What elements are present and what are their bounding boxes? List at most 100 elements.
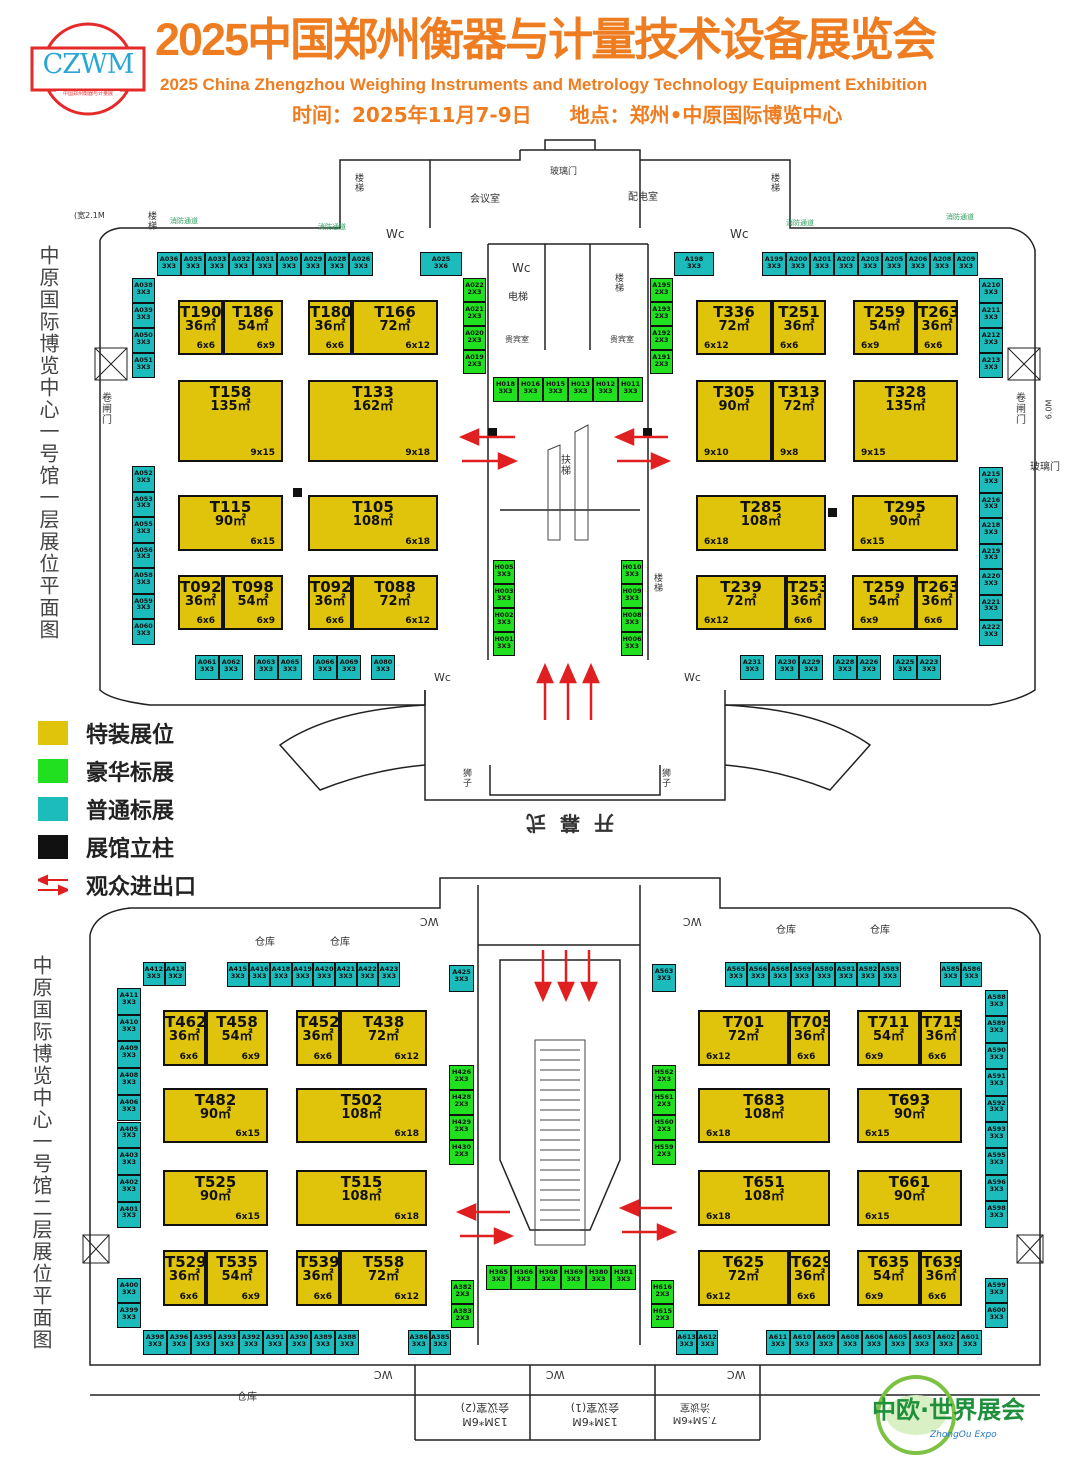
booth-A600[interactable]: A6003X3 bbox=[985, 1303, 1008, 1328]
booth-T639[interactable]: T63936㎡6x6 bbox=[920, 1250, 962, 1306]
booth-A059[interactable]: A0593X3 bbox=[132, 593, 155, 619]
booth-A199[interactable]: A1993X3 bbox=[762, 252, 786, 276]
booth-A053[interactable]: A0533X3 bbox=[132, 491, 155, 517]
booth-A198[interactable]: A1983X3 bbox=[674, 252, 714, 276]
booth-T539[interactable]: T53936㎡6x6 bbox=[296, 1250, 340, 1306]
booth-H009[interactable]: H0093X3 bbox=[621, 584, 643, 608]
booth-A581[interactable]: A5813X3 bbox=[835, 962, 857, 987]
booth-A021[interactable]: A0212X3 bbox=[463, 302, 486, 326]
booth-A605[interactable]: A6053X3 bbox=[886, 1330, 910, 1355]
booth-H010[interactable]: H0103X3 bbox=[621, 560, 643, 584]
booth-T295[interactable]: T29590㎡6x15 bbox=[852, 495, 958, 551]
booth-T285[interactable]: T285108㎡6x18 bbox=[696, 495, 826, 551]
booth-A606[interactable]: A6063X3 bbox=[862, 1330, 886, 1355]
booth-A065[interactable]: A0653X3 bbox=[278, 655, 302, 680]
booth-A563[interactable]: A5633X3 bbox=[652, 964, 676, 992]
booth-A211[interactable]: A2113X3 bbox=[979, 303, 1003, 328]
booth-A035[interactable]: A0353X3 bbox=[181, 252, 205, 276]
booth-A409[interactable]: A4093X3 bbox=[117, 1041, 141, 1069]
booth-A609[interactable]: A6093X3 bbox=[814, 1330, 838, 1355]
booth-A611[interactable]: A6113X3 bbox=[766, 1330, 790, 1355]
booth-H380[interactable]: H3803X3 bbox=[586, 1265, 611, 1290]
booth-A066[interactable]: A0663X3 bbox=[313, 655, 337, 680]
booth-A408[interactable]: A4083X3 bbox=[117, 1068, 141, 1095]
booth-H559[interactable]: H5592X3 bbox=[652, 1140, 676, 1165]
booth-A393[interactable]: A3933X3 bbox=[215, 1330, 239, 1355]
booth-T683[interactable]: T683108㎡6x18 bbox=[698, 1088, 830, 1143]
booth-A069[interactable]: A0693X3 bbox=[337, 655, 361, 680]
booth-A585[interactable]: A5853X3 bbox=[940, 962, 961, 987]
booth-T180[interactable]: T18036㎡6x6 bbox=[308, 300, 352, 355]
booth-A029[interactable]: A0293X3 bbox=[301, 252, 325, 276]
booth-H366[interactable]: H3663X3 bbox=[511, 1265, 536, 1290]
booth-A398[interactable]: A3983X3 bbox=[143, 1330, 167, 1355]
booth-H018[interactable]: H0183X3 bbox=[493, 377, 518, 402]
booth-A386[interactable]: A3863X3 bbox=[408, 1330, 430, 1355]
booth-A566[interactable]: A5663X3 bbox=[747, 962, 769, 987]
booth-A206[interactable]: A2063X3 bbox=[906, 252, 930, 276]
booth-T715[interactable]: T71536㎡6x6 bbox=[920, 1010, 962, 1066]
booth-A026[interactable]: A0263X3 bbox=[349, 252, 373, 276]
booth-T239[interactable]: T23972㎡6x12 bbox=[696, 575, 786, 630]
booth-T115[interactable]: T11590㎡6x15 bbox=[178, 495, 283, 551]
booth-T251[interactable]: T25136㎡6x6 bbox=[772, 300, 826, 355]
booth-A208[interactable]: A2083X3 bbox=[930, 252, 954, 276]
booth-H561[interactable]: H5612X3 bbox=[652, 1090, 676, 1115]
booth-A193[interactable]: A1932X3 bbox=[650, 302, 673, 326]
booth-A406[interactable]: A4063X3 bbox=[117, 1094, 141, 1122]
booth-A028[interactable]: A0283X3 bbox=[325, 252, 349, 276]
booth-A422[interactable]: A4223X3 bbox=[356, 962, 379, 987]
booth-A568[interactable]: A5683X3 bbox=[769, 962, 791, 987]
booth-H013[interactable]: H0133X3 bbox=[568, 377, 593, 402]
booth-A590[interactable]: A5903X3 bbox=[985, 1042, 1008, 1070]
booth-H368[interactable]: H3683X3 bbox=[536, 1265, 561, 1290]
booth-T263[interactable]: T26336㎡6x6 bbox=[916, 300, 958, 355]
booth-A601[interactable]: A6013X3 bbox=[958, 1330, 982, 1355]
booth-A055[interactable]: A0553X3 bbox=[132, 517, 155, 543]
booth-A212[interactable]: A2123X3 bbox=[979, 328, 1003, 353]
booth-H006[interactable]: H0063X3 bbox=[621, 632, 643, 656]
booth-A399[interactable]: A3993X3 bbox=[117, 1303, 141, 1328]
booth-T328[interactable]: T328135㎡9x15 bbox=[853, 380, 958, 462]
booth-A226[interactable]: A2263X3 bbox=[857, 655, 881, 680]
booth-T558[interactable]: T55872㎡6x12 bbox=[340, 1250, 427, 1306]
booth-A396[interactable]: A3963X3 bbox=[167, 1330, 191, 1355]
booth-A223[interactable]: A2233X3 bbox=[917, 655, 941, 680]
booth-A403[interactable]: A4033X3 bbox=[117, 1148, 141, 1175]
booth-A036[interactable]: A0363X3 bbox=[157, 252, 181, 276]
booth-A052[interactable]: A0523X3 bbox=[132, 466, 155, 492]
booth-A039[interactable]: A0393X3 bbox=[132, 303, 155, 328]
booth-A425[interactable]: A4253X3 bbox=[449, 965, 474, 992]
booth-H381[interactable]: H3813X3 bbox=[611, 1265, 636, 1290]
booth-A210[interactable]: A2103X3 bbox=[979, 278, 1003, 303]
booth-A022[interactable]: A0222X3 bbox=[463, 278, 486, 302]
booth-A595[interactable]: A5953X3 bbox=[985, 1148, 1008, 1175]
booth-T502[interactable]: T502108㎡6x18 bbox=[296, 1088, 427, 1143]
booth-A583[interactable]: A5833X3 bbox=[879, 962, 901, 987]
booth-A405[interactable]: A4053X3 bbox=[117, 1121, 141, 1149]
booth-T336[interactable]: T33672㎡6x12 bbox=[696, 300, 772, 355]
booth-T133[interactable]: T133162㎡9x18 bbox=[308, 380, 438, 462]
booth-A230[interactable]: A2303X3 bbox=[775, 655, 799, 680]
booth-T629[interactable]: T62936㎡6x6 bbox=[789, 1250, 830, 1306]
booth-T693[interactable]: T69390㎡6x15 bbox=[857, 1088, 962, 1143]
booth-A205[interactable]: A2053X3 bbox=[882, 252, 906, 276]
booth-T105[interactable]: T105108㎡6x18 bbox=[308, 495, 438, 551]
booth-A410[interactable]: A4103X3 bbox=[117, 1014, 141, 1042]
booth-A229[interactable]: A2293X3 bbox=[799, 655, 823, 680]
booth-T092[interactable]: T09236㎡6x6 bbox=[178, 575, 223, 630]
booth-H015[interactable]: H0153X3 bbox=[543, 377, 568, 402]
booth-H560[interactable]: H5602X3 bbox=[652, 1115, 676, 1140]
booth-A401[interactable]: A4013X3 bbox=[117, 1201, 141, 1229]
booth-T098[interactable]: T09854㎡6x9 bbox=[223, 575, 283, 630]
booth-T263[interactable]: T26336㎡6x6 bbox=[916, 575, 958, 630]
booth-A402[interactable]: A4023X3 bbox=[117, 1174, 141, 1202]
booth-A050[interactable]: A0503X3 bbox=[132, 328, 155, 353]
booth-A058[interactable]: A0583X3 bbox=[132, 568, 155, 594]
booth-A602[interactable]: A6023X3 bbox=[934, 1330, 958, 1355]
booth-T305[interactable]: T30590㎡9x10 bbox=[696, 380, 772, 462]
booth-A420[interactable]: A4203X3 bbox=[313, 962, 335, 987]
booth-A421[interactable]: A4213X3 bbox=[335, 962, 357, 987]
booth-A231[interactable]: A2313X3 bbox=[740, 655, 764, 680]
booth-A412[interactable]: A4123X3 bbox=[143, 962, 165, 986]
